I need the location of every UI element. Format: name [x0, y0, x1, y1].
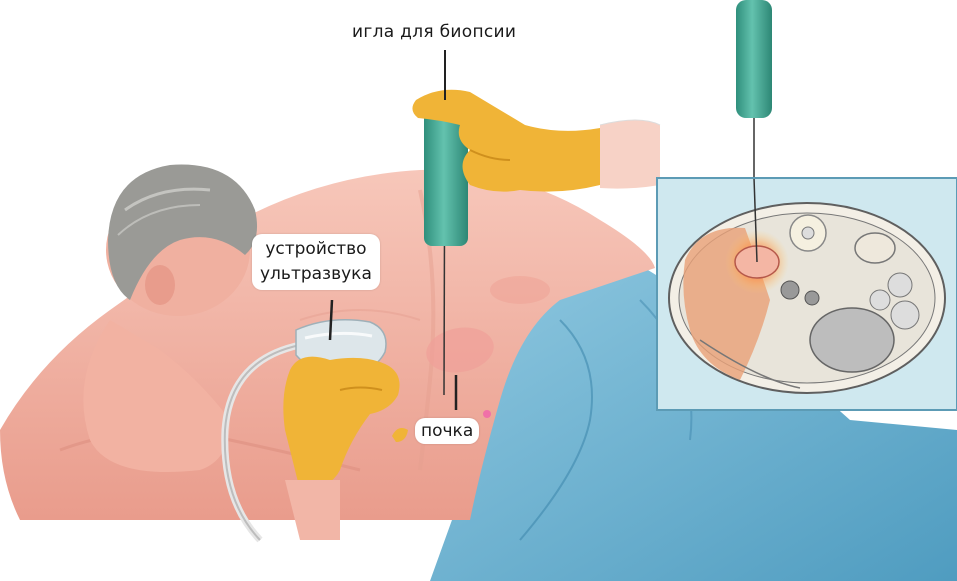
cross-section-inset [657, 178, 957, 410]
label-ultrasound-line1: устройство [260, 237, 372, 262]
inset-needle-handle [736, 0, 772, 118]
patient-ear [145, 265, 175, 305]
label-ultrasound-device: устройство ультразвука [252, 234, 380, 290]
label-kidney: почка [415, 418, 479, 444]
label-biopsy-needle: игла для биопсии [352, 21, 516, 43]
label-ultrasound-line2: ультразвука [260, 262, 372, 287]
